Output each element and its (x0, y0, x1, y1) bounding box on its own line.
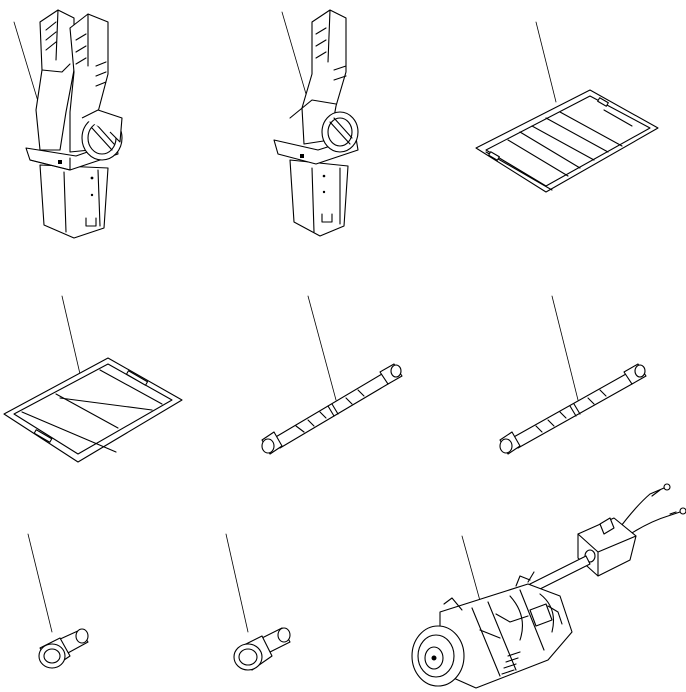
leader-line-4 (61, 295, 81, 375)
label-plate-2 (3, 295, 183, 463)
control-lever-double (13, 9, 123, 239)
control-lever-single (273, 9, 359, 237)
leader-line-7 (27, 533, 53, 633)
connector-2 (225, 533, 291, 671)
leader-line-1 (13, 21, 41, 109)
leader-line-8 (225, 533, 249, 633)
leader-line-3 (535, 21, 557, 103)
motor-assembly (411, 483, 686, 689)
leader-line-2 (281, 11, 307, 95)
label-plate-1 (475, 21, 659, 193)
leader-line-9 (461, 535, 483, 609)
hose-2 (499, 295, 647, 455)
leader-line-5 (307, 295, 337, 401)
leader-line-6 (551, 295, 579, 401)
connector-1 (27, 533, 89, 669)
hose-1 (261, 295, 403, 455)
